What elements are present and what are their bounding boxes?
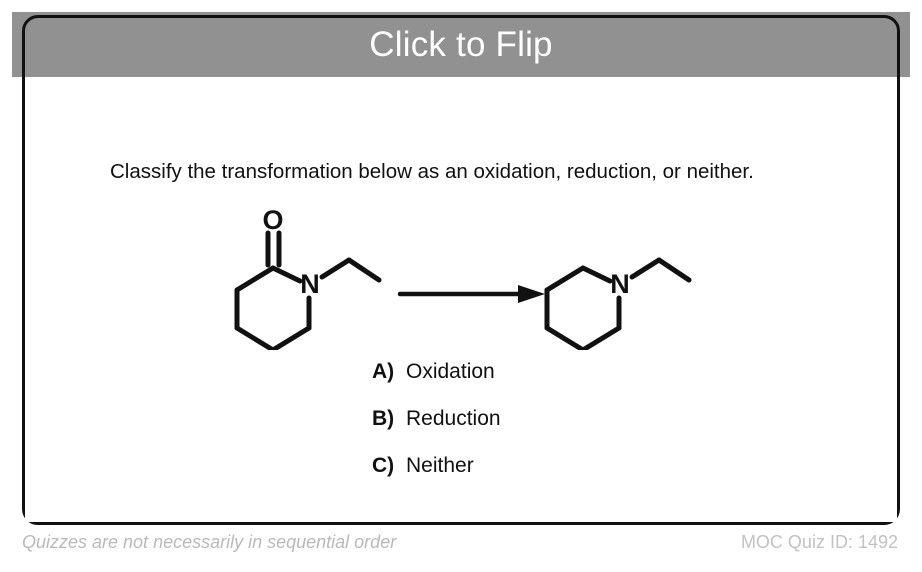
reaction-scheme: O N N xyxy=(225,205,725,350)
product-bond-c5-c6 xyxy=(580,325,622,350)
product-nitrogen-label: N xyxy=(610,269,630,299)
answer-option-c-label: Neither xyxy=(406,454,474,477)
reactant-bond-n-ch2 xyxy=(319,257,352,280)
answer-options-list: A) Oxidation B) Reduction C) Neither xyxy=(372,360,501,501)
reaction-arrow-head xyxy=(518,285,545,303)
reactant-oxygen-label: O xyxy=(262,205,283,235)
reactant-bond-n-c2 xyxy=(270,265,303,284)
footer-note: Quizzes are not necessarily in sequentia… xyxy=(22,532,397,552)
answer-option-b-label: Reduction xyxy=(406,407,501,430)
card-header-title: Click to Flip xyxy=(369,25,553,64)
product-bond-c4-c5 xyxy=(544,325,586,350)
reactant-bond-c4-c5 xyxy=(234,325,276,350)
answer-option-a-label: Oxidation xyxy=(406,360,495,383)
product-bond-ch2-ch3 xyxy=(656,257,692,283)
answer-option-b-letter: B) xyxy=(372,407,395,430)
card-body xyxy=(25,77,897,522)
answer-option-c[interactable]: C) Neither xyxy=(372,454,501,501)
reactant-bond-c5-c6 xyxy=(270,325,312,350)
reactant-bond-c2-c3 xyxy=(234,265,276,293)
footer: Quizzes are not necessarily in sequentia… xyxy=(22,532,900,562)
product-bond-c2-c3 xyxy=(544,265,586,293)
footer-quiz-id: MOC Quiz ID: 1492 xyxy=(740,532,898,552)
reactant-nitrogen-label: N xyxy=(300,269,320,299)
product-structure xyxy=(544,257,692,350)
reactant-structure xyxy=(234,230,382,350)
product-bond-n-ch2 xyxy=(629,257,662,280)
answer-option-a[interactable]: A) Oxidation xyxy=(372,360,501,407)
reactant-bond-ch2-ch3 xyxy=(346,257,382,283)
card-header-band xyxy=(12,12,910,77)
answer-option-b[interactable]: B) Reduction xyxy=(372,407,501,454)
product-bond-n-c2 xyxy=(580,265,613,284)
question-text: Classify the transformation below as an … xyxy=(110,160,754,183)
answer-option-c-letter: C) xyxy=(372,454,395,477)
answer-option-a-letter: A) xyxy=(372,360,395,383)
